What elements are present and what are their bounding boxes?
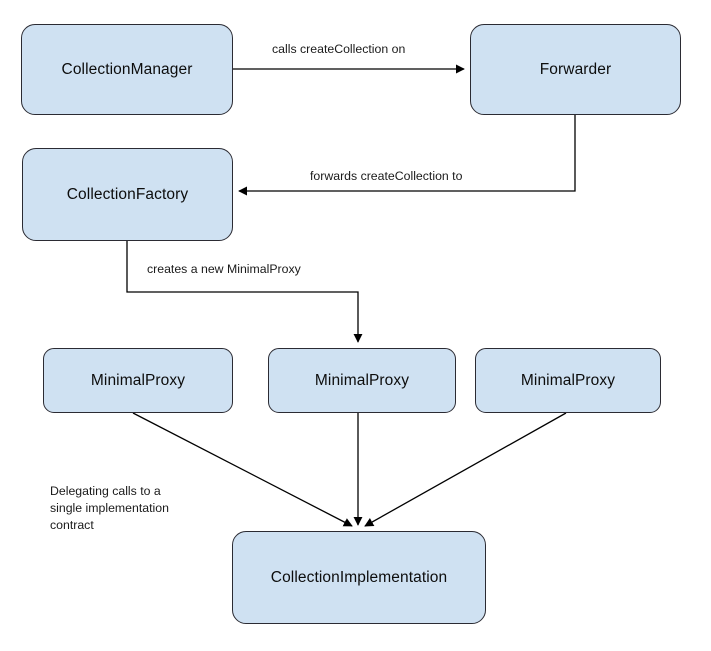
- node-label: MinimalProxy: [90, 371, 186, 389]
- note-delegating-calls: Delegating calls to a single implementat…: [50, 484, 169, 532]
- node-label: MinimalProxy: [520, 371, 616, 389]
- node-minimal-proxy-1[interactable]: MinimalProxy: [43, 348, 233, 413]
- edge-forwarder-to-factory: [238, 115, 576, 196]
- edge-proxy1-to-impl: [132, 412, 353, 527]
- node-label: Forwarder: [539, 60, 612, 78]
- edge-factory-to-proxy: [126, 241, 363, 343]
- node-label: CollectionFactory: [66, 185, 189, 203]
- node-label: CollectionManager: [61, 60, 193, 78]
- node-label: CollectionImplementation: [270, 568, 448, 586]
- node-collection-manager[interactable]: CollectionManager: [21, 24, 233, 115]
- node-minimal-proxy-2[interactable]: MinimalProxy: [268, 348, 456, 413]
- node-minimal-proxy-3[interactable]: MinimalProxy: [475, 348, 661, 413]
- node-forwarder[interactable]: Forwarder: [470, 24, 681, 115]
- edge-label-forwarder-to-factory: forwards createCollection to: [310, 169, 463, 183]
- node-collection-factory[interactable]: CollectionFactory: [22, 148, 233, 241]
- edge-proxy3-to-impl: [364, 412, 567, 527]
- edge-label-manager-to-forwarder: calls createCollection on: [272, 42, 406, 56]
- node-collection-implementation[interactable]: CollectionImplementation: [232, 531, 486, 624]
- node-label: MinimalProxy: [314, 371, 410, 389]
- edge-label-factory-to-proxy: creates a new MinimalProxy: [147, 262, 301, 276]
